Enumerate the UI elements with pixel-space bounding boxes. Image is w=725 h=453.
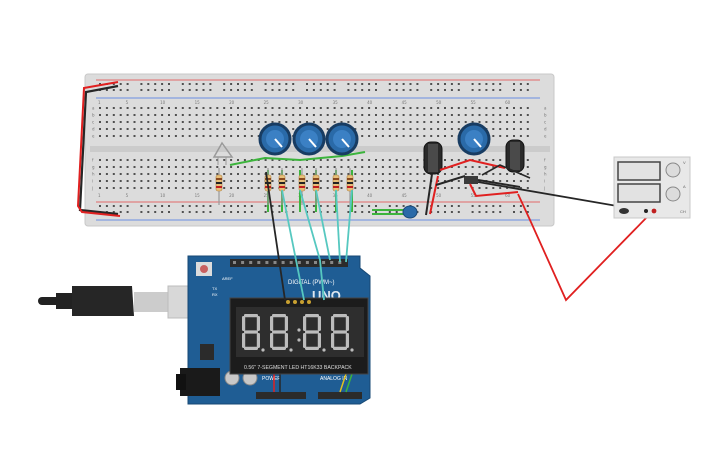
row-letter: i	[92, 179, 93, 184]
row-letter: i	[544, 179, 545, 184]
seven-segment-digit	[331, 314, 354, 352]
row-letter: g	[92, 165, 95, 170]
ceramic-capacitor[interactable]	[402, 205, 418, 219]
row-letter: j	[91, 186, 93, 191]
supply-display-current	[617, 183, 661, 203]
rx-label: RX	[212, 292, 218, 297]
voltage-regulator	[200, 344, 214, 360]
column-number: 15	[195, 100, 201, 105]
column-number: 5	[126, 193, 129, 198]
row-letter: g	[544, 165, 547, 170]
seven-segment-digit	[270, 314, 293, 352]
colon-dot-bottom	[297, 338, 301, 342]
column-number: 55	[471, 193, 477, 198]
capacitor-left[interactable]	[423, 141, 443, 175]
seven-segment-digit	[242, 314, 265, 352]
sensor-component[interactable]	[212, 141, 234, 165]
column-number: 5	[126, 100, 129, 105]
display-digits	[242, 314, 354, 352]
column-number: 50	[436, 193, 442, 198]
display-caption: 0.56" 7-SEGMENT LED HT16K33 BACKPACK	[244, 365, 352, 371]
column-number: 1	[98, 193, 101, 198]
capacitor-right[interactable]	[505, 139, 525, 173]
column-number: 20	[229, 193, 235, 198]
row-letter: e	[92, 134, 95, 139]
resistor[interactable]	[298, 168, 306, 205]
voltage-knob	[665, 162, 681, 178]
current-knob	[665, 186, 681, 202]
row-letter: e	[544, 134, 547, 139]
supply-label-a: A	[683, 184, 686, 189]
usb-cable[interactable]	[38, 285, 191, 319]
row-letter: d	[92, 127, 95, 132]
row-letter: c	[544, 120, 546, 125]
potentiometer[interactable]	[457, 122, 491, 156]
column-number: 25	[264, 100, 270, 105]
power-header	[256, 392, 306, 399]
supply-display-voltage	[617, 161, 661, 181]
column-number: 45	[402, 193, 408, 198]
row-letter: h	[92, 172, 95, 177]
column-number: 1	[98, 100, 101, 105]
aref-label: AREF	[222, 276, 233, 281]
row-letter: f	[544, 158, 546, 163]
potentiometer-group[interactable]	[258, 122, 491, 156]
dc-barrel-jack	[180, 368, 220, 396]
potentiometer[interactable]	[325, 122, 359, 156]
analog-header	[318, 392, 362, 399]
column-number: 60	[505, 193, 511, 198]
row-letter: a	[544, 106, 547, 111]
breadboard-holes[interactable]	[99, 83, 529, 213]
row-letter: d	[544, 127, 547, 132]
column-number: 10	[160, 100, 166, 105]
transistor[interactable]	[464, 176, 478, 184]
column-number: 45	[402, 100, 408, 105]
power-label: POWER	[262, 376, 281, 382]
column-number: 10	[160, 193, 166, 198]
row-letter: c	[92, 120, 94, 125]
column-number: 50	[436, 100, 442, 105]
power-supply[interactable]: V A CH	[613, 156, 691, 219]
digital-header	[230, 259, 348, 267]
right-side-wires[interactable]	[425, 158, 653, 302]
column-number: 40	[367, 100, 373, 105]
power-rail-wires[interactable]	[76, 81, 121, 217]
resistor[interactable]	[278, 168, 286, 205]
terminal-negative	[644, 209, 648, 213]
potentiometer[interactable]	[258, 122, 292, 156]
row-letter: b	[544, 113, 547, 118]
column-number: 60	[505, 100, 511, 105]
tx-label: TX	[212, 286, 217, 291]
column-number: 30	[298, 100, 304, 105]
row-letter: f	[92, 158, 94, 163]
resistor[interactable]	[312, 168, 320, 205]
seven-segment-display[interactable]: 0.56" 7-SEGMENT LED HT16K33 BACKPACK	[229, 297, 369, 375]
seven-segment-digit	[303, 314, 326, 352]
resistor[interactable]	[215, 168, 223, 205]
column-number: 35	[333, 100, 339, 105]
row-letter: a	[92, 106, 95, 111]
column-number: 40	[367, 193, 373, 198]
row-letter: b	[92, 113, 95, 118]
resistor[interactable]	[346, 168, 354, 205]
colon-dot-top	[297, 328, 301, 332]
supply-label-ch: CH	[680, 209, 686, 214]
signal-wires[interactable]	[265, 171, 353, 301]
supply-label-v: V	[683, 160, 686, 165]
analog-label: ANALOG IN	[320, 376, 348, 382]
potentiometer[interactable]	[292, 122, 326, 156]
terminal-positive	[651, 208, 657, 214]
column-number: 15	[195, 193, 201, 198]
column-number: 55	[471, 100, 477, 105]
digital-label: DIGITAL (PWM~)	[288, 280, 335, 286]
power-switch	[619, 208, 629, 214]
digital-header-pins[interactable]	[233, 261, 342, 264]
column-number: 25	[264, 193, 270, 198]
row-letter: h	[544, 172, 547, 177]
row-letter: j	[543, 186, 545, 191]
column-number: 20	[229, 100, 235, 105]
